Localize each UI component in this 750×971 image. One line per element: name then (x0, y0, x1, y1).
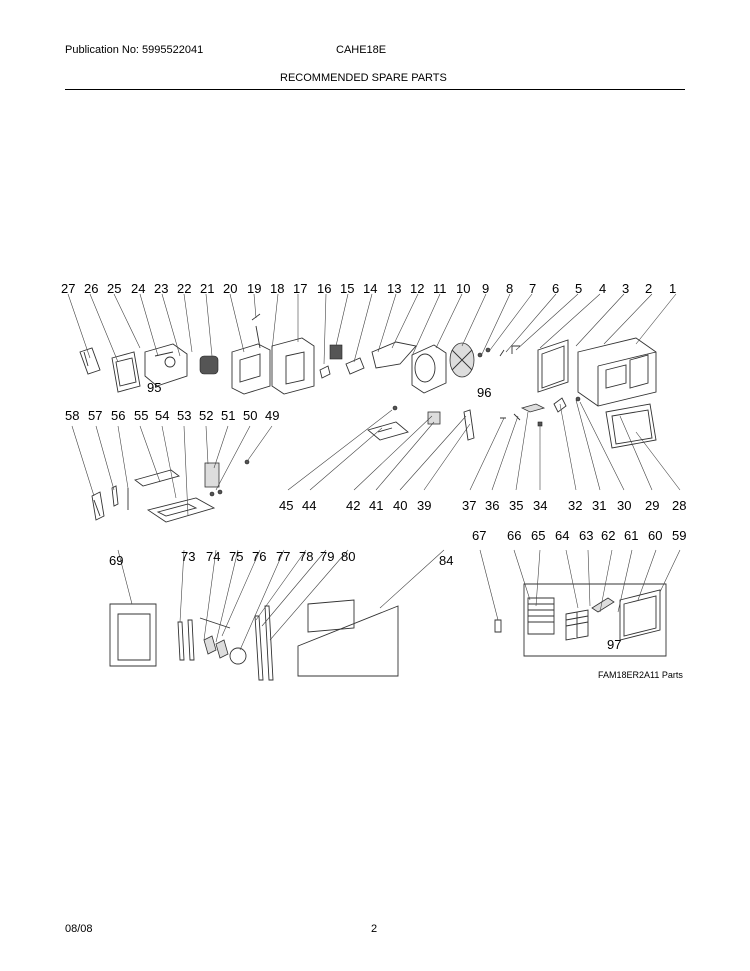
callout-22: 22 (177, 281, 192, 296)
callout-80: 80 (341, 549, 356, 564)
diagram-reference: FAM18ER2A11 Parts (598, 670, 683, 680)
footer-date: 08/08 (65, 923, 93, 935)
callout-2: 2 (645, 281, 653, 296)
callout-53: 53 (177, 408, 192, 423)
callout-20: 20 (223, 281, 238, 296)
callout-25: 25 (107, 281, 122, 296)
callout-9: 9 (482, 281, 490, 296)
page-number: 2 (371, 923, 378, 935)
callout-17: 17 (293, 281, 308, 296)
callout-77: 77 (276, 549, 291, 564)
callout-60: 60 (648, 528, 663, 543)
callout-62: 62 (601, 528, 616, 543)
callout-45: 45 (279, 498, 294, 513)
callout-64: 64 (555, 528, 570, 543)
callout-61: 61 (624, 528, 639, 543)
callout-41: 41 (369, 498, 384, 513)
callout-1: 1 (669, 281, 677, 296)
callout-40: 40 (393, 498, 408, 513)
callout-29: 29 (645, 498, 660, 513)
publication-number: Publication No: 5995522041 (65, 44, 204, 56)
callout-31: 31 (592, 498, 607, 513)
callout-69: 69 (109, 553, 124, 568)
callout-14: 14 (363, 281, 378, 296)
callout-36: 36 (485, 498, 500, 513)
callout-30: 30 (617, 498, 632, 513)
callout-56: 56 (111, 408, 126, 423)
callout-7: 7 (529, 281, 537, 296)
callout-44: 44 (302, 498, 317, 513)
callout-73: 73 (181, 549, 196, 564)
callout-32: 32 (568, 498, 583, 513)
callout-23: 23 (154, 281, 169, 296)
callout-10: 10 (456, 281, 471, 296)
callout-51: 51 (221, 408, 236, 423)
callout-39: 39 (417, 498, 432, 513)
callout-65: 65 (531, 528, 546, 543)
callout-8: 8 (506, 281, 514, 296)
callout-6: 6 (552, 281, 560, 296)
callout-97: 97 (607, 637, 622, 652)
header-rule (65, 89, 685, 90)
callout-42: 42 (346, 498, 361, 513)
callout-12: 12 (410, 281, 425, 296)
callout-52: 52 (199, 408, 214, 423)
callout-21: 21 (200, 281, 215, 296)
callout-28: 28 (672, 498, 687, 513)
model-number: CAHE18E (336, 44, 387, 56)
callout-78: 78 (299, 549, 314, 564)
callout-15: 15 (340, 281, 355, 296)
part-drawings-row1 (79, 313, 657, 407)
callout-67: 67 (472, 528, 487, 543)
callout-18: 18 (270, 281, 285, 296)
callout-13: 13 (387, 281, 402, 296)
callout-24: 24 (131, 281, 146, 296)
callout-4: 4 (599, 281, 607, 296)
callout-49: 49 (265, 408, 280, 423)
part-drawings-row3 (109, 583, 667, 681)
callout-16: 16 (317, 281, 332, 296)
callout-76: 76 (252, 549, 267, 564)
callout-26: 26 (84, 281, 99, 296)
callout-50: 50 (243, 408, 258, 423)
callout-57: 57 (88, 408, 103, 423)
callout-96: 96 (477, 385, 492, 400)
leader-lines (67, 293, 681, 651)
callout-84: 84 (439, 553, 454, 568)
callout-37: 37 (462, 498, 477, 513)
callout-79: 79 (320, 549, 335, 564)
callout-3: 3 (622, 281, 630, 296)
callout-5: 5 (575, 281, 583, 296)
callout-27: 27 (61, 281, 76, 296)
callout-66: 66 (507, 528, 522, 543)
callout-74: 74 (206, 549, 221, 564)
callout-55: 55 (134, 408, 149, 423)
callout-19: 19 (247, 281, 262, 296)
callout-59: 59 (672, 528, 687, 543)
callout-34: 34 (533, 498, 548, 513)
callout-75: 75 (229, 549, 244, 564)
callout-63: 63 (579, 528, 594, 543)
callout-95: 95 (147, 380, 162, 395)
section-title: RECOMMENDED SPARE PARTS (280, 72, 447, 84)
part-drawings-row2 (91, 396, 657, 523)
callout-35: 35 (509, 498, 524, 513)
callout-58: 58 (65, 408, 80, 423)
callout-54: 54 (155, 408, 170, 423)
callout-11: 11 (433, 281, 447, 296)
